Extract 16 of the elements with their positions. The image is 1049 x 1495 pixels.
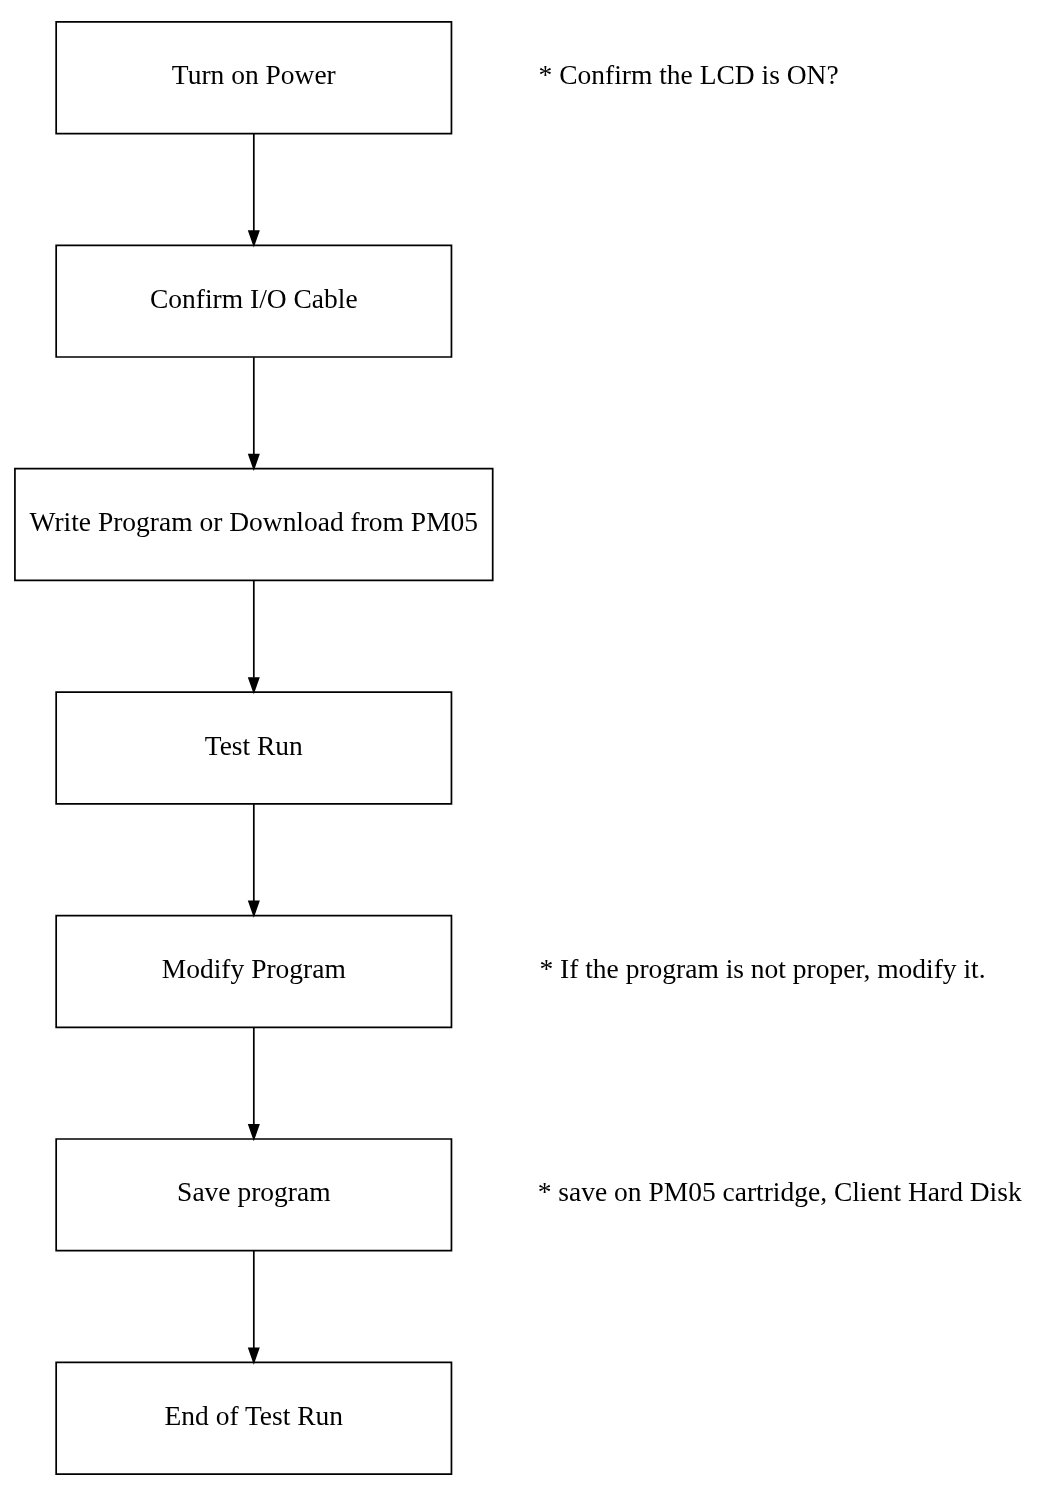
node-box: Save program bbox=[55, 1137, 453, 1252]
arrow bbox=[247, 1026, 260, 1141]
arrow bbox=[247, 355, 260, 471]
node-label: * save on PM05 cartridge, Client Hard Disk bbox=[537, 1176, 1022, 1207]
node-box: Test Run bbox=[55, 690, 453, 805]
node-box: End of Test Run bbox=[55, 1361, 453, 1475]
arrow bbox=[247, 579, 260, 694]
node-box: Modify Program bbox=[55, 914, 453, 1028]
node-label: * If the program is not proper, modify it. bbox=[539, 953, 986, 984]
node-box: Turn on Power bbox=[55, 20, 453, 134]
arrow bbox=[247, 132, 260, 248]
node-box: Write Program or Download from PM05 bbox=[14, 467, 494, 581]
arrow bbox=[247, 802, 260, 918]
node-box: Confirm I/O Cable bbox=[55, 243, 453, 358]
node-label: * Confirm the LCD is ON? bbox=[538, 59, 839, 90]
arrow bbox=[247, 1249, 260, 1365]
